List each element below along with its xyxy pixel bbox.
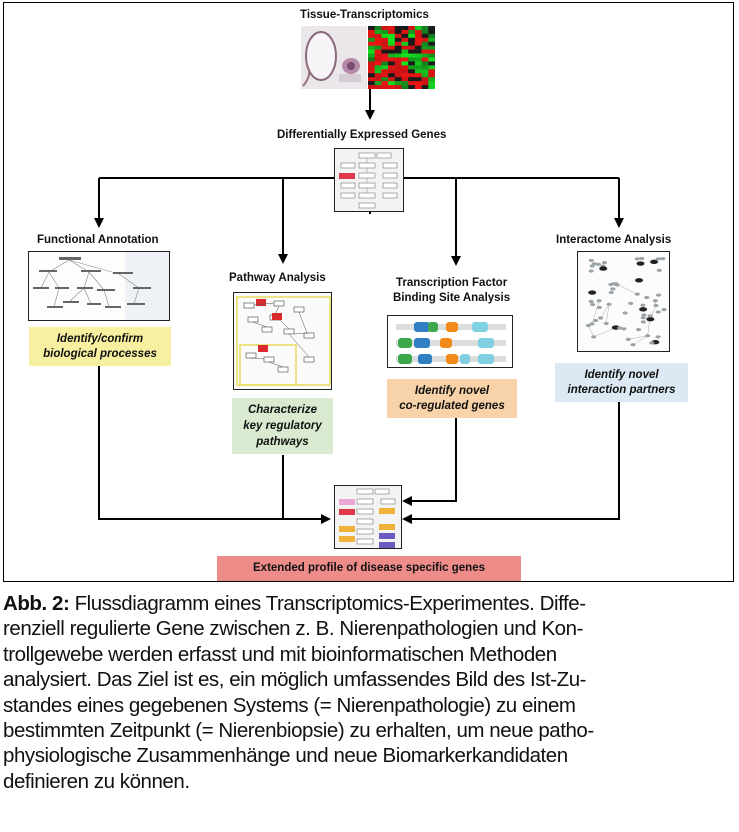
functional-annotation-title: Functional Annotation xyxy=(37,234,159,246)
tfbs-title-line-1: Transcription Factor xyxy=(395,277,508,289)
pathway-box-line-3: pathways xyxy=(256,436,309,448)
caption-line-4: analysiert. Das Ziel ist es, ein möglich… xyxy=(3,668,587,692)
interactome-box: Identify novel interaction partners xyxy=(555,363,688,402)
caption-label: Abb. 2: xyxy=(3,592,70,615)
deg-title: Differentially Expressed Genes xyxy=(277,129,447,141)
expression-heatmap xyxy=(368,26,435,89)
tfbs-alignment-image xyxy=(387,315,513,368)
caption-line-6: bestimmten Zeitpunkt (= Nierenbiopsie) z… xyxy=(3,719,594,743)
return-tfbs xyxy=(402,417,457,506)
tfbs-title: Transcription Factor Binding Site Analys… xyxy=(393,276,510,306)
return-interactome xyxy=(402,402,620,524)
caption-line-2: renziell regulierte Gene zwischen z. B. … xyxy=(3,617,583,641)
pathway-box-line-2: key regulatory xyxy=(243,420,322,432)
pathway-analysis-title: Pathway Analysis xyxy=(229,272,326,284)
deg-network-image xyxy=(334,148,404,212)
tfbs-box: Identify novel co-regulated genes xyxy=(387,379,517,418)
return-functional xyxy=(98,365,331,524)
caption-line-5: standes eines gegebenen Systems (= Niere… xyxy=(3,693,576,717)
functional-annotation-box: Identify/confirm biological processes xyxy=(29,327,171,366)
pathway-box-line-1: Characterize xyxy=(247,404,318,416)
tfbs-title-line-2: Binding Site Analysis xyxy=(393,292,511,304)
interactome-network-image xyxy=(577,251,670,352)
caption-line-1: Flussdiagramm eines Transcriptomics-Expe… xyxy=(74,592,586,615)
interactome-analysis-title: Interactome Analysis xyxy=(556,234,672,246)
caption-line-3: trollgewebe werden erfasst und mit bioin… xyxy=(3,642,557,666)
tfbs-box-line-1: Identify novel xyxy=(414,384,490,397)
result-box: Extended profile of disease specific gen… xyxy=(217,556,521,581)
interactome-box-line-1: Identify novel xyxy=(584,368,659,381)
figure-caption: Abb. 2: Flussdiagramm eines Transcriptom… xyxy=(3,591,731,794)
functional-box-line-1: Identify/confirm xyxy=(56,332,144,345)
functional-box-line-2: biological processes xyxy=(43,347,157,360)
caption-line-8: definieren zu können. xyxy=(3,769,190,793)
go-tree-image xyxy=(28,251,170,321)
caption-line-7: physiologische Zusammenhänge und neue Bi… xyxy=(3,744,568,768)
histology-image xyxy=(301,26,367,89)
flow-connectors xyxy=(94,88,624,524)
pathway-map-image xyxy=(233,292,332,390)
pathway-analysis-box: Characterize key regulatory pathways xyxy=(232,398,333,454)
result-network-image xyxy=(334,485,402,549)
interactome-box-line-2: interaction partners xyxy=(567,383,676,396)
tfbs-box-line-2: co-regulated genes xyxy=(399,399,505,412)
tissue-transcriptomics-title: Tissue-Transcriptomics xyxy=(300,9,429,21)
